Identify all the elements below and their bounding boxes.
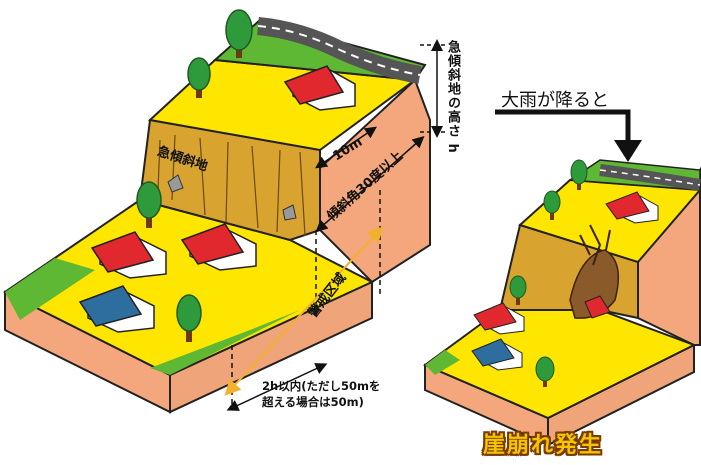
grass-strip-lower [5, 258, 95, 320]
house-red [90, 231, 167, 279]
warning-zone-line [224, 226, 384, 396]
slope-after [422, 159, 701, 447]
house-red [605, 191, 659, 224]
crack-lines [579, 224, 611, 266]
tree [136, 181, 162, 228]
tree [176, 294, 202, 342]
arrow-icon [495, 109, 631, 148]
rock [282, 204, 297, 221]
house-blue [471, 338, 523, 371]
tree [570, 159, 588, 190]
slope-height-label: 急傾斜地の高さ h [445, 40, 460, 154]
after-grass [425, 350, 460, 375]
distance-label-line2: 超える場合は50m) [262, 395, 364, 409]
tree [225, 9, 253, 58]
heavy-rain-label: 大雨が降ると [501, 90, 609, 111]
tree [535, 356, 555, 387]
tree [543, 190, 561, 220]
tree [509, 275, 527, 305]
tree [187, 57, 211, 98]
arrow-head-icon [614, 140, 642, 162]
slope-before [3, 9, 445, 414]
house-blue [78, 285, 155, 333]
collapse-label: 崖崩れ発生 [483, 433, 604, 458]
rock [167, 174, 184, 193]
crushed-house [584, 295, 611, 319]
house-red [473, 302, 525, 335]
house-red [283, 65, 356, 111]
distance-label-line1: 2h以内(ただし50mを [262, 379, 381, 393]
